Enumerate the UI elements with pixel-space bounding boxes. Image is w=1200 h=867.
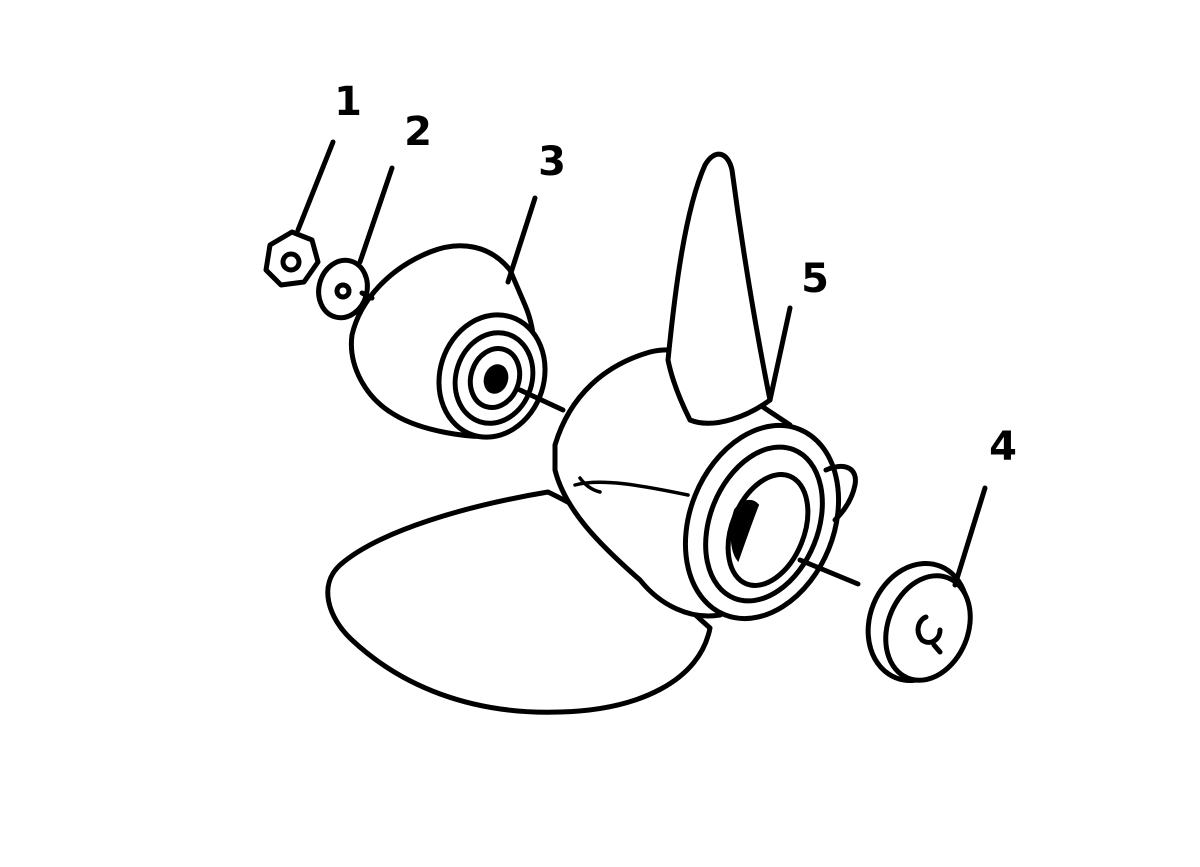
axis-line-hub: [517, 387, 566, 413]
thrust-washer: [865, 561, 973, 683]
hub-cone: [348, 243, 548, 440]
leader-line-1: [295, 139, 336, 233]
nut: [263, 229, 321, 288]
thrust-washer-face: [883, 573, 973, 683]
leader-line-3: [505, 195, 538, 285]
propeller-bore-shadow: [730, 499, 760, 563]
washer-hole: [334, 282, 352, 300]
propeller-upper-blade: [665, 151, 773, 426]
callout-5: 5: [801, 256, 829, 302]
hub-cone-face-ring: [452, 330, 536, 426]
callout-1: 1: [334, 79, 362, 125]
callout-4: 4: [989, 424, 1017, 470]
nut-hole: [280, 251, 302, 273]
callout-2: 2: [404, 109, 432, 155]
leader-line-5: [767, 305, 793, 403]
propeller: [325, 151, 858, 715]
axis-line-washer: [359, 290, 375, 301]
thrust-washer-mark: [915, 614, 943, 655]
axis-line-thrust: [797, 557, 861, 587]
callout-3: 3: [538, 139, 566, 185]
hub-cone-face-inner: [467, 346, 523, 410]
leader-line-4: [952, 485, 988, 588]
propeller-hub-detail-2: [578, 476, 602, 494]
propeller-hub-ring-inner: [703, 444, 825, 604]
leader-line-2: [357, 165, 395, 265]
hub-cone-bore: [483, 364, 509, 394]
propeller-side-fin: [823, 464, 858, 523]
nut-body: [263, 229, 321, 288]
